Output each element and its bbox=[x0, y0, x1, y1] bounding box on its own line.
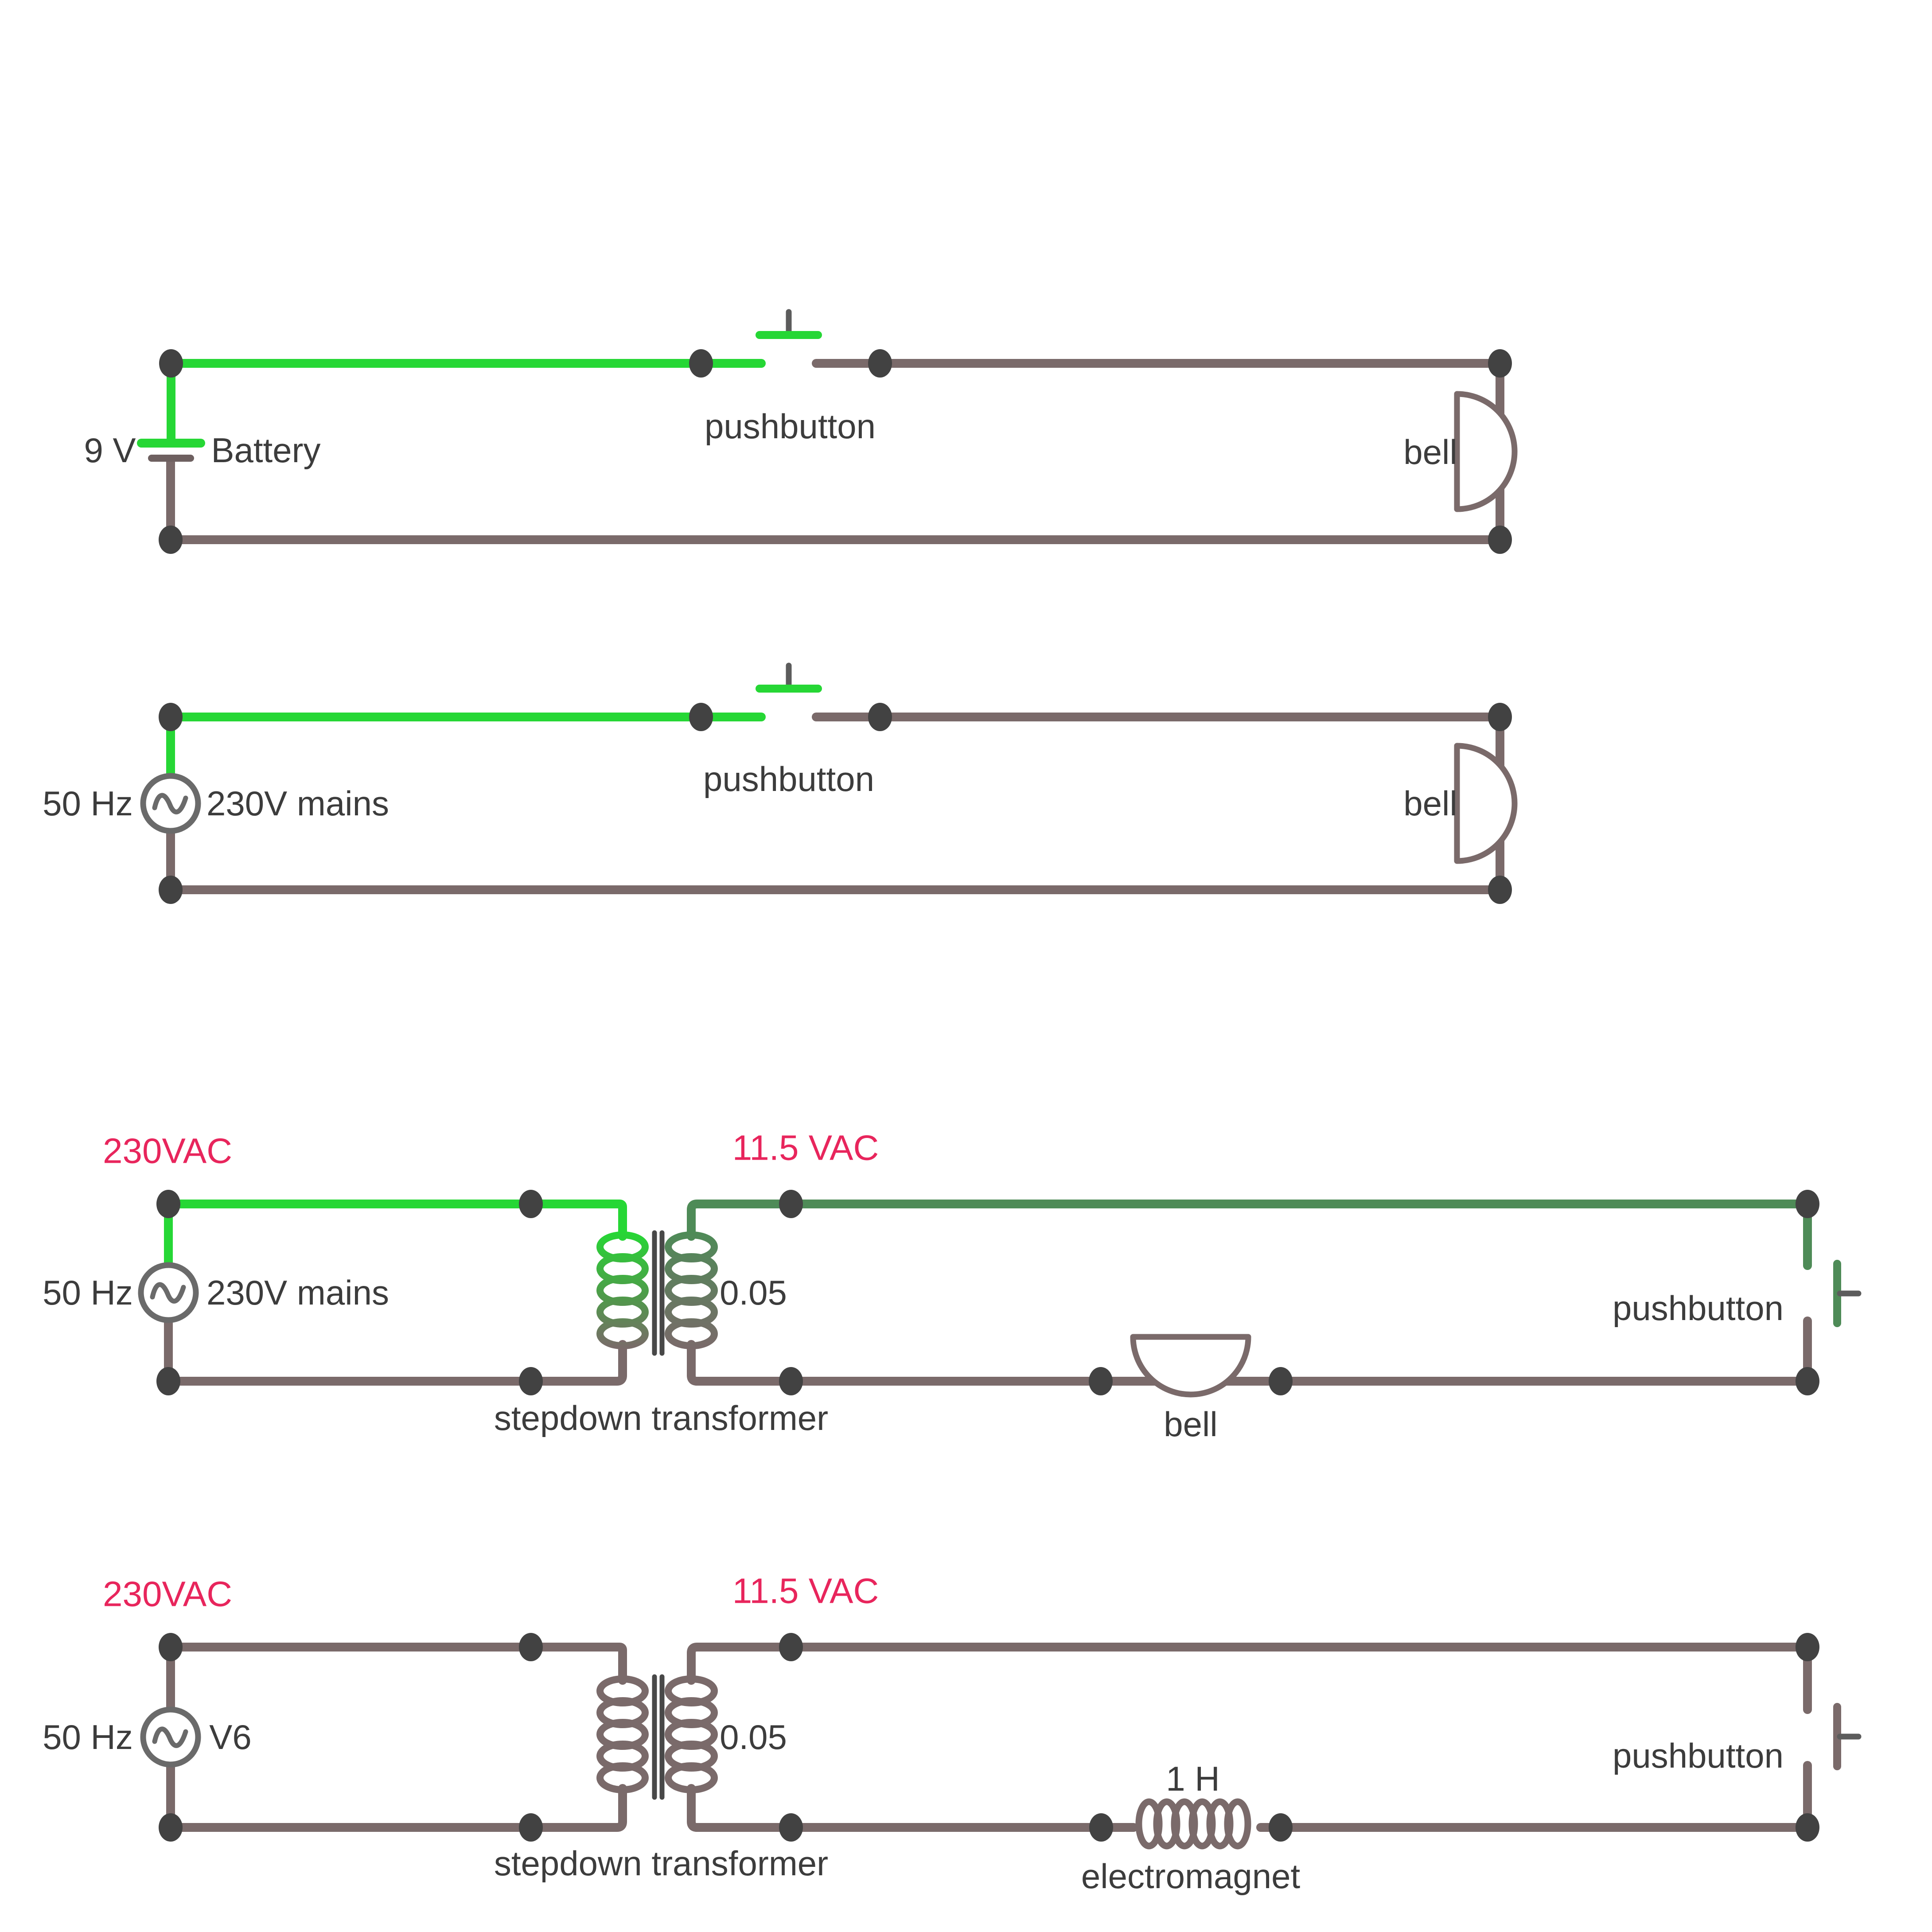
junction-node bbox=[1488, 526, 1512, 554]
wire-secondary-to-pushbutton[interactable] bbox=[687, 1200, 1812, 1270]
junction-node bbox=[689, 703, 713, 731]
junction-node bbox=[159, 703, 183, 731]
junction-node bbox=[1089, 1813, 1113, 1842]
primary-coil-turn bbox=[596, 1318, 649, 1349]
wire-source-to-pushbutton[interactable] bbox=[166, 713, 766, 780]
primary-coil-turn bbox=[596, 1762, 649, 1793]
ac-source[interactable] bbox=[140, 773, 201, 834]
junction-node bbox=[159, 349, 183, 378]
wire-primary-return[interactable] bbox=[164, 1340, 627, 1386]
wire-pushbutton-to-bell[interactable] bbox=[812, 713, 1504, 773]
junction-node bbox=[779, 1633, 803, 1661]
wire-pushbutton-to-bell[interactable] bbox=[812, 359, 1504, 420]
circuit-transformer-bell: 230VAC 11.5 VAC 50 Hz 230V mains 0.05 st… bbox=[43, 1128, 1862, 1444]
battery[interactable] bbox=[137, 439, 205, 462]
wire-bell-to-source[interactable] bbox=[166, 828, 1504, 894]
label-bell: bell bbox=[1164, 1405, 1217, 1444]
ac-source[interactable] bbox=[138, 1262, 199, 1323]
junction-node bbox=[779, 1190, 803, 1218]
junction-node bbox=[868, 703, 892, 731]
junction-node bbox=[156, 1190, 180, 1218]
label-source-name: V6 bbox=[209, 1718, 251, 1757]
label-coupling: 0.05 bbox=[720, 1718, 787, 1757]
sine-wave-icon bbox=[152, 1726, 188, 1748]
ac-source[interactable] bbox=[140, 1706, 201, 1768]
junction-node bbox=[779, 1813, 803, 1842]
junction-node bbox=[1796, 1813, 1819, 1842]
wire-primary-return[interactable] bbox=[166, 1784, 627, 1832]
junction-node bbox=[519, 1190, 543, 1218]
label-pushbutton: pushbutton bbox=[1613, 1289, 1784, 1328]
wire-source-to-primary[interactable] bbox=[166, 1643, 627, 1714]
sine-wave-icon bbox=[150, 1282, 186, 1304]
junction-node bbox=[156, 1367, 180, 1395]
label-source-name: 230V mains bbox=[206, 1273, 389, 1312]
electromagnet-coil-turn bbox=[1224, 1798, 1251, 1850]
junction-node bbox=[159, 1813, 183, 1842]
bell[interactable] bbox=[1454, 391, 1518, 512]
junction-node bbox=[519, 1813, 543, 1842]
label-transformer: stepdown transformer bbox=[494, 1844, 828, 1883]
bell[interactable] bbox=[1454, 743, 1518, 864]
stepdown-transformer[interactable] bbox=[596, 1230, 718, 1356]
sine-wave-icon bbox=[152, 793, 188, 814]
label-source-name: 230V mains bbox=[206, 784, 389, 823]
junction-node bbox=[868, 349, 892, 378]
label-inductance: 1 H bbox=[1166, 1759, 1219, 1798]
secondary-coil-turn bbox=[665, 1762, 718, 1793]
wire-secondary-to-pushbutton[interactable] bbox=[687, 1643, 1812, 1714]
wire-source-to-primary[interactable] bbox=[164, 1200, 627, 1270]
label-secondary-voltage: 11.5 VAC bbox=[732, 1571, 879, 1611]
label-coupling: 0.05 bbox=[720, 1273, 787, 1312]
label-bell: bell bbox=[1403, 784, 1457, 823]
wire-electromagnet-to-secondary[interactable] bbox=[687, 1784, 1138, 1832]
junction-node bbox=[159, 876, 183, 904]
junction-node bbox=[1796, 1367, 1819, 1395]
circuit-battery-bell: 9 V Battery pushbutton bell bbox=[84, 309, 1518, 554]
junction-node bbox=[1089, 1367, 1113, 1395]
junction-node bbox=[1796, 1190, 1819, 1218]
label-primary-voltage: 230VAC bbox=[103, 1574, 232, 1614]
junction-node bbox=[1488, 703, 1512, 731]
junction-node bbox=[519, 1633, 543, 1661]
label-electromagnet: electromagnet bbox=[1081, 1857, 1301, 1896]
pushbutton-switch[interactable] bbox=[1833, 1703, 1862, 1770]
bell[interactable] bbox=[1130, 1334, 1251, 1398]
circuit-transformer-electromagnet: 230VAC 11.5 VAC 50 Hz V6 0.05 stepdown t… bbox=[43, 1571, 1862, 1896]
junction-node bbox=[689, 349, 713, 378]
stepdown-transformer[interactable] bbox=[596, 1674, 718, 1800]
junction-node bbox=[519, 1367, 543, 1395]
label-source-frequency: 50 Hz bbox=[43, 1273, 133, 1312]
pushbutton-switch[interactable] bbox=[1833, 1260, 1862, 1327]
label-battery-voltage: 9 V bbox=[84, 431, 136, 470]
secondary-coil-turn bbox=[665, 1318, 718, 1349]
pushbutton-switch[interactable] bbox=[756, 309, 822, 339]
label-bell: bell bbox=[1403, 432, 1457, 471]
junction-node bbox=[1488, 876, 1512, 904]
label-transformer: stepdown transformer bbox=[494, 1398, 828, 1437]
wire-bell-to-battery[interactable] bbox=[166, 456, 1504, 544]
label-pushbutton: pushbutton bbox=[705, 407, 876, 446]
junction-node bbox=[1269, 1367, 1293, 1395]
junction-node bbox=[1796, 1633, 1819, 1661]
label-source-frequency: 50 Hz bbox=[43, 784, 133, 823]
junction-node bbox=[159, 526, 183, 554]
electromagnet[interactable] bbox=[1135, 1798, 1251, 1850]
junction-node bbox=[1269, 1813, 1293, 1842]
label-pushbutton: pushbutton bbox=[703, 760, 874, 799]
label-source-frequency: 50 Hz bbox=[43, 1718, 133, 1757]
circuit-mains-bell: 50 Hz 230V mains pushbutton bell bbox=[43, 662, 1518, 904]
pushbutton-switch[interactable] bbox=[756, 662, 822, 693]
label-battery-name: Battery bbox=[211, 431, 320, 470]
label-secondary-voltage: 11.5 VAC bbox=[732, 1128, 879, 1168]
junction-node bbox=[1488, 349, 1512, 378]
label-pushbutton: pushbutton bbox=[1613, 1736, 1784, 1775]
label-primary-voltage: 230VAC bbox=[103, 1131, 232, 1171]
junction-node bbox=[159, 1633, 183, 1661]
junction-node bbox=[779, 1367, 803, 1395]
